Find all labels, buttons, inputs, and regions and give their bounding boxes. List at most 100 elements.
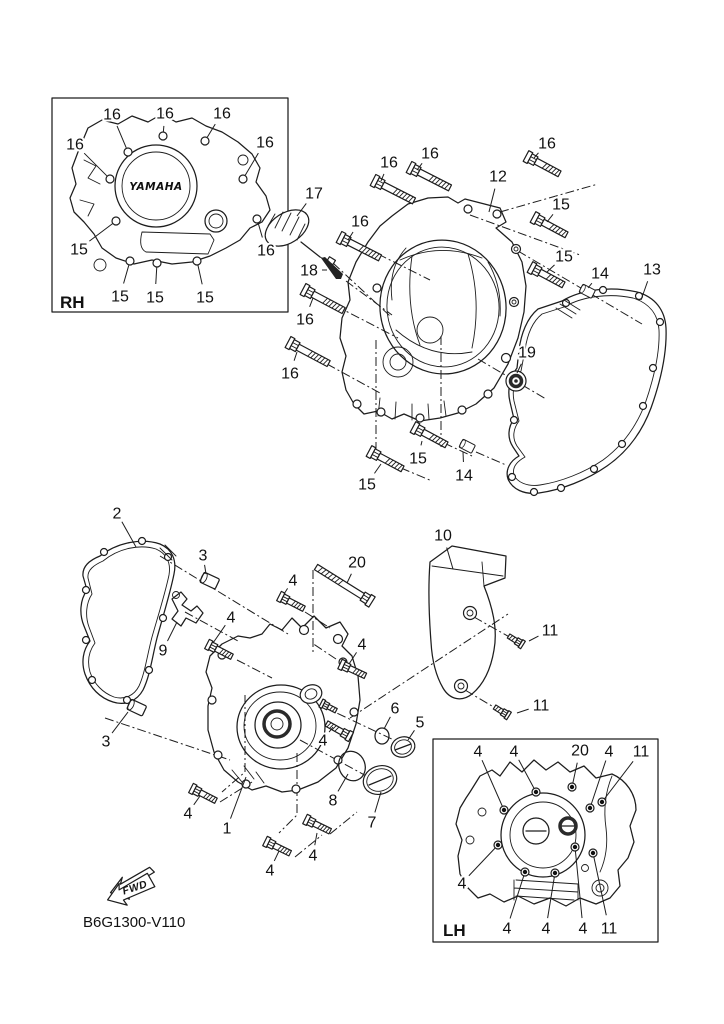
- callout-18: 18: [300, 263, 318, 280]
- callout-dot-center: [599, 799, 605, 805]
- callout-leader: [346, 573, 352, 584]
- clutch-cover-bolts: [284, 150, 596, 475]
- callout-4: 4: [319, 733, 328, 750]
- callout-16: 16: [421, 146, 439, 163]
- callout-leader: [374, 463, 382, 474]
- callout-4: 4: [605, 744, 614, 761]
- callout-10: 10: [434, 528, 452, 545]
- callout-4: 4: [503, 921, 512, 938]
- callout-leader: [468, 844, 499, 877]
- callout-leader: [167, 621, 178, 642]
- callout-dot-center: [587, 805, 593, 811]
- callout-leader: [337, 773, 349, 792]
- callout-16: 16: [296, 312, 314, 329]
- callout-dot-center: [572, 844, 578, 850]
- callout-leader: [309, 297, 314, 308]
- callout-dot-center: [569, 784, 575, 790]
- callout-leader: [193, 795, 201, 806]
- callout-4: 4: [266, 863, 275, 880]
- bolt-hole-marker: [252, 214, 262, 224]
- callout-4: 4: [358, 637, 367, 654]
- callout-11: 11: [533, 698, 550, 715]
- callout-7: 7: [368, 815, 377, 832]
- callout-11: 11: [633, 744, 650, 761]
- callout-9: 9: [159, 643, 168, 660]
- callout-leader: [528, 635, 539, 642]
- callout-5: 5: [416, 715, 425, 732]
- callout-16: 16: [213, 106, 231, 123]
- callout-leader: [547, 872, 556, 919]
- bolt-hole-marker: [105, 174, 115, 184]
- callout-2: 2: [113, 506, 122, 523]
- callout-3: 3: [199, 548, 208, 565]
- gasket-holes: [507, 285, 665, 497]
- callout-leader: [204, 564, 207, 575]
- rh-inset: YAMAHA RH: [51, 97, 289, 313]
- callout-19: 19: [518, 345, 536, 362]
- callout-16: 16: [281, 366, 299, 383]
- callout-leader: [380, 173, 385, 182]
- callout-3: 3: [102, 734, 111, 751]
- callout-dot-center: [495, 842, 501, 848]
- lh-engine-art: [455, 759, 637, 907]
- callout-4: 4: [579, 921, 588, 938]
- shield-cover-10-art: [428, 545, 507, 700]
- callout-20: 20: [571, 743, 589, 760]
- callout-leader: [197, 265, 203, 285]
- clutch-cover-gasket-art: [506, 285, 667, 497]
- bolt-hole-marker: [125, 256, 135, 266]
- callout-leader: [155, 267, 158, 285]
- dowel-pin-18-art: [321, 257, 343, 279]
- callout-leader: [516, 708, 529, 714]
- callout-leader: [123, 265, 130, 284]
- stator-gasket-art: [80, 536, 177, 705]
- callout-leader: [314, 832, 318, 846]
- callout-leader: [296, 203, 307, 217]
- oring-8-art: [338, 750, 366, 782]
- callout-leader: [420, 440, 423, 446]
- callout-leader: [640, 281, 649, 301]
- callout-16: 16: [380, 155, 398, 172]
- callout-dot-center: [522, 869, 528, 875]
- bolt-hole-marker: [238, 174, 248, 184]
- grommet-19-art: [505, 370, 527, 392]
- bolt-hole-marker: [158, 131, 168, 141]
- oil-dipstick-art: [264, 209, 337, 266]
- callout-leader: [283, 588, 289, 595]
- bolt-hole-marker: [123, 147, 133, 157]
- callout-leader: [601, 761, 634, 803]
- callout-8: 8: [329, 793, 338, 810]
- callout-leader: [518, 759, 537, 793]
- plug-5-art: [390, 736, 416, 758]
- callout-leader: [328, 726, 334, 733]
- callout-6: 6: [391, 701, 400, 718]
- callout-dot-center: [501, 807, 507, 813]
- callout-16: 16: [256, 135, 274, 152]
- callout-leader: [257, 223, 263, 238]
- callout-4: 4: [289, 573, 298, 590]
- callout-12: 12: [489, 169, 507, 186]
- callout-leader: [206, 123, 216, 138]
- callout-leader: [592, 852, 607, 916]
- rh-inset-label: RH: [60, 293, 85, 312]
- callout-leader: [587, 282, 593, 289]
- callout-leader: [383, 716, 391, 730]
- callout-leader: [244, 152, 259, 176]
- callout-16: 16: [103, 107, 121, 124]
- callout-15: 15: [111, 289, 129, 306]
- callout-11: 11: [601, 921, 618, 938]
- callout-4: 4: [184, 806, 193, 823]
- callout-leader: [574, 846, 583, 919]
- callout-leader: [212, 624, 226, 644]
- callout-leader: [89, 223, 113, 242]
- callout-15: 15: [552, 197, 570, 214]
- callout-leader: [83, 152, 108, 177]
- callout-14: 14: [591, 266, 609, 283]
- bolt-hole-marker: [111, 216, 121, 226]
- oring-6-art: [374, 727, 390, 745]
- callout-16: 16: [66, 137, 84, 154]
- callout-leader: [347, 231, 354, 241]
- rh-cover-art: YAMAHA: [69, 113, 271, 272]
- callout-leader: [407, 730, 415, 741]
